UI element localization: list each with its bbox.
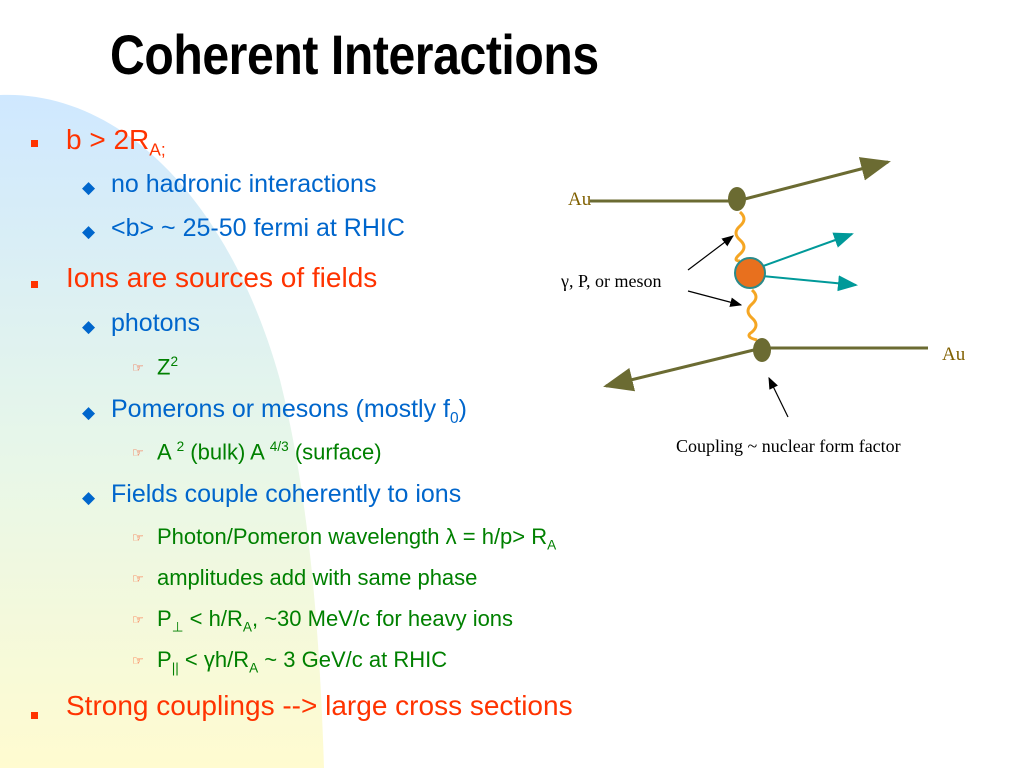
exchange-pointer-upper <box>687 235 734 271</box>
central-production-vertex <box>734 257 766 289</box>
bullet-photons: photons <box>111 309 200 337</box>
bullet-p-perp: P⊥ < h/RA, ~30 MeV/c for heavy ions <box>157 606 514 635</box>
bullet-pomerons: Pomerons or mesons (mostly f0) <box>111 395 467 427</box>
top-ion-vertex <box>728 187 746 211</box>
exchange-label: γ, P, or meson <box>561 271 662 291</box>
bullet-a-bulk-surface: A 2 (bulk) A 4/3 (surface) <box>157 439 382 465</box>
exchange-pointer-lower <box>687 290 743 307</box>
pointing-hand-icon: ☞ <box>132 653 144 668</box>
bullet-no-hadronic: no hadronic interactions <box>111 170 377 198</box>
bullet-strong-couplings: Strong couplings --> large cross section… <box>66 690 573 721</box>
product-arrow-lower <box>751 274 858 292</box>
bullet-fields-couple: Fields couple coherently to ions <box>111 480 462 508</box>
square-bullet-icon <box>31 712 38 719</box>
coupling-label: Coupling ~ nuclear form factor <box>676 436 901 456</box>
bullet-z-squared: Z2 <box>157 354 179 380</box>
bottom-ion-vertex <box>753 338 771 362</box>
top-ion-outgoing-arrow <box>736 157 891 203</box>
pointing-hand-icon: ☞ <box>132 530 144 545</box>
pointing-hand-icon: ☞ <box>132 445 144 460</box>
bullet-p-parallel: P|| < γh/RA ~ 3 GeV/c at RHIC <box>157 647 448 676</box>
bottom-ion-label: Au <box>942 344 966 365</box>
diamond-bullet-icon: ◆ <box>82 317 96 336</box>
diamond-bullet-icon: ◆ <box>82 178 96 197</box>
pointing-hand-icon: ☞ <box>132 360 144 375</box>
diamond-bullet-icon: ◆ <box>82 488 96 507</box>
coupling-pointer <box>768 376 789 418</box>
bottom-ion-outgoing-arrow <box>603 346 763 392</box>
diamond-bullet-icon: ◆ <box>82 222 96 241</box>
bullet-fermi-rhic: <b> ~ 25-50 fermi at RHIC <box>111 214 405 242</box>
lower-exchange-wavy-line <box>746 288 758 342</box>
upper-exchange-wavy-line <box>734 210 746 263</box>
pointing-hand-icon: ☞ <box>132 612 144 627</box>
product-arrow-upper <box>751 232 854 271</box>
slide-title: Coherent Interactions <box>110 23 599 86</box>
square-bullet-icon <box>31 140 38 147</box>
bullet-impact-parameter: b > 2RA; <box>66 124 166 160</box>
square-bullet-icon <box>31 281 38 288</box>
bullet-ions-sources: Ions are sources of fields <box>66 262 378 293</box>
bullet-amplitudes: amplitudes add with same phase <box>157 565 478 590</box>
diamond-bullet-icon: ◆ <box>82 403 96 422</box>
bullet-wavelength: Photon/Pomeron wavelength λ = h/p> RA <box>157 524 557 553</box>
top-ion-label: Au <box>568 189 592 210</box>
pointing-hand-icon: ☞ <box>132 571 144 586</box>
